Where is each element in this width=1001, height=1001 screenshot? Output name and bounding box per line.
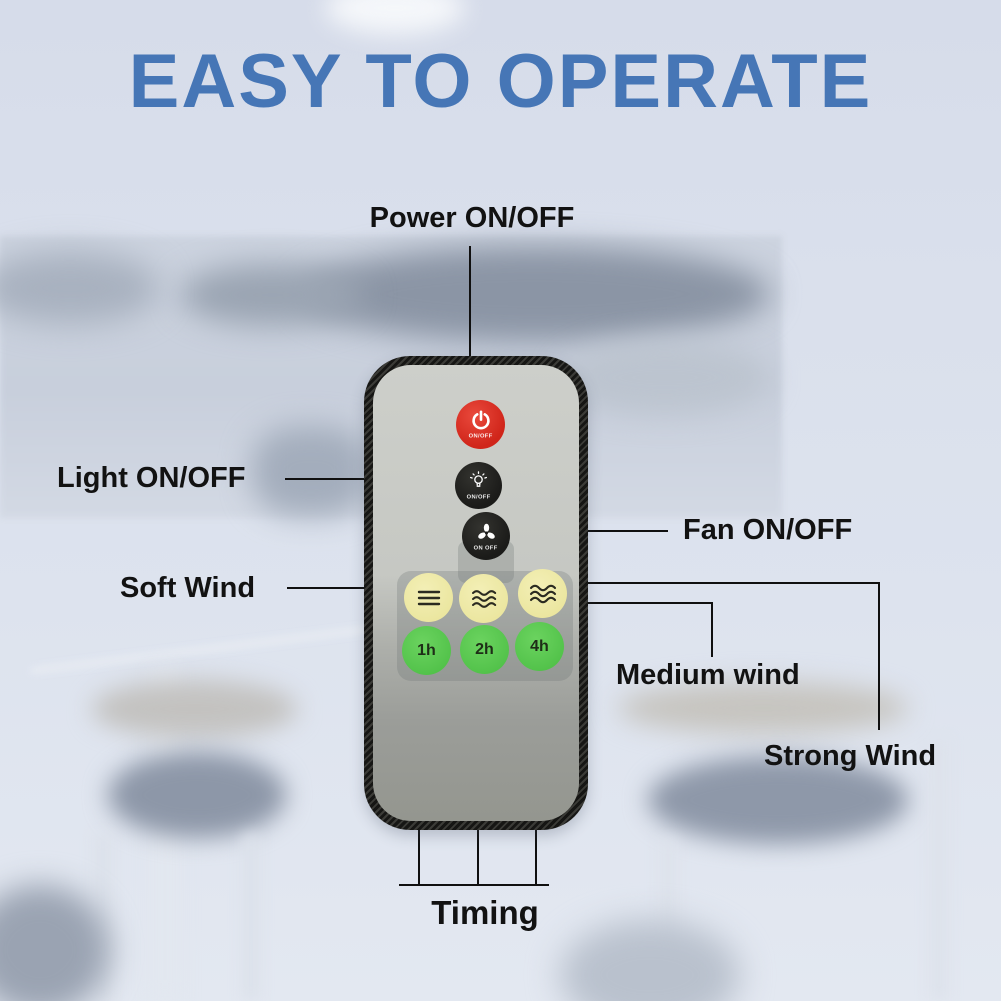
soft-wind-lines-icon [417, 590, 440, 605]
connector-soft-wind [287, 587, 395, 589]
connector-strong-wind [549, 582, 880, 584]
medium-wind-waves-icon [471, 589, 496, 608]
connector-medium-wind [711, 602, 713, 657]
timer-2h-label: 2h [475, 640, 494, 658]
background-chair-leg [660, 840, 676, 1000]
fan-icon [477, 523, 495, 539]
background-cloud [300, 246, 770, 342]
power-icon [471, 410, 490, 430]
connector-medium-wind [479, 602, 713, 604]
light-button[interactable]: ON/OFF [455, 462, 502, 509]
timer-1h-label: 1h [417, 641, 436, 659]
timer-2h-button[interactable]: 2h [460, 625, 509, 674]
background-stool [560, 920, 740, 1001]
background-cloud [560, 340, 770, 415]
annotation-light: Light ON/OFF [57, 462, 246, 494]
timer-1h-button[interactable]: 1h [402, 626, 451, 675]
connector-power [469, 246, 471, 383]
background-cloud [0, 252, 160, 324]
timer-4h-button[interactable]: 4h [515, 622, 564, 671]
connector-strong-wind [878, 582, 880, 730]
soft-wind-button[interactable] [404, 573, 453, 622]
annotation-fan: Fan ON/OFF [683, 514, 853, 546]
background-chair-back [92, 680, 297, 738]
remote-body: ON/OFF ON/OFF [373, 365, 579, 821]
background-cloud [252, 426, 370, 516]
background-chair-seat [108, 752, 286, 838]
strong-wind-waves-icon [529, 584, 556, 603]
annotation-medium-wind: Medium wind [616, 659, 800, 691]
background-cloud [180, 264, 365, 326]
power-button-caption: ON/OFF [468, 432, 493, 439]
background-stool [0, 885, 110, 1001]
annotation-soft-wind: Soft Wind [120, 572, 256, 604]
annotation-timing: Timing [431, 894, 539, 931]
page-title: EASY TO OPERATE [128, 39, 873, 124]
background-chair-leg [243, 835, 259, 1000]
fan-button[interactable]: ON OFF [462, 512, 510, 560]
fan-button-caption: ON OFF [474, 543, 498, 551]
connector-timing [399, 884, 549, 886]
power-button[interactable]: ON/OFF [456, 400, 505, 449]
strong-wind-button[interactable] [518, 569, 567, 618]
remote-control: ON/OFF ON/OFF [364, 356, 588, 830]
background-chair-leg [930, 740, 948, 1000]
background-table-edge [31, 627, 369, 673]
background-table-leg [150, 670, 180, 1000]
light-bulb-icon [469, 471, 488, 487]
light-button-caption: ON/OFF [466, 493, 491, 500]
background-lamp-glow [325, 0, 465, 34]
medium-wind-button[interactable] [459, 574, 508, 623]
background-chair-leg [95, 835, 111, 1000]
timer-4h-label: 4h [530, 637, 549, 655]
annotation-power: Power ON/OFF [369, 202, 575, 234]
annotation-strong-wind: Strong Wind [764, 740, 937, 772]
